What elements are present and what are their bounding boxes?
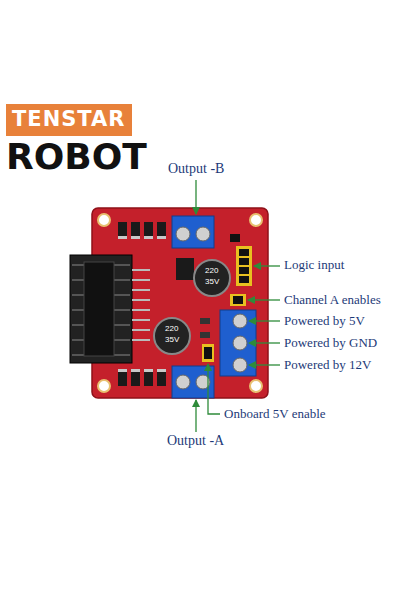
capacitor-marking: 35V	[165, 336, 179, 345]
logo-text: TENSTAR	[12, 108, 126, 131]
brand-text: ROBOT	[6, 137, 147, 177]
pin-label: Channel A enables	[284, 293, 381, 307]
capacitor-marking: 220	[165, 325, 178, 334]
logo-badge: TENSTAR	[6, 104, 132, 136]
terminal-label: Output -B	[168, 161, 224, 176]
pin-label: Powered by 12V	[284, 358, 371, 372]
terminal-label: Output -A	[167, 433, 224, 448]
pin-label: Powered by 5V	[284, 314, 365, 328]
pin-label: Logic input	[284, 258, 344, 272]
capacitor-marking: 220	[205, 267, 218, 276]
jumper-label: Onboard 5V enable	[224, 407, 326, 421]
pin-label: Powered by GND	[284, 336, 377, 350]
capacitor-marking: 35V	[205, 278, 219, 287]
